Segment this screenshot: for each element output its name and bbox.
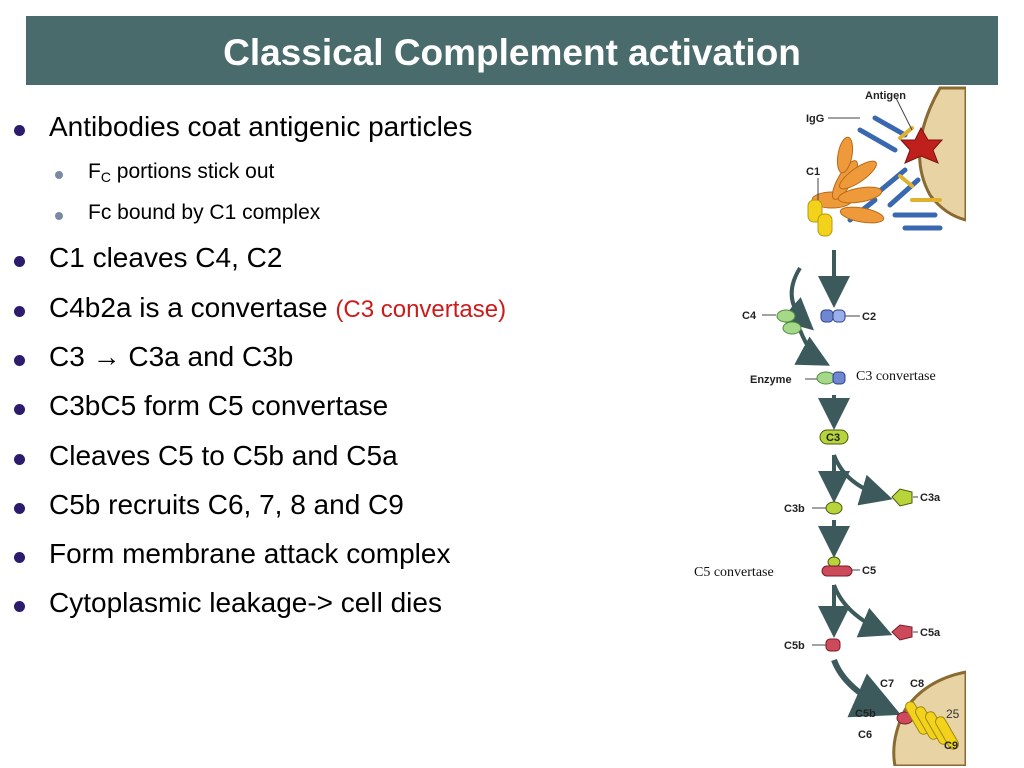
label-c4: C4 (742, 310, 757, 322)
bullet-dot (14, 306, 25, 317)
c4-molecule (776, 309, 802, 335)
sub-bullet-fc-portions: FC portions stick out (88, 160, 274, 185)
fc-subscript: C (100, 169, 111, 185)
label-c3: C3 (826, 432, 840, 444)
antigen-cell (918, 86, 966, 222)
slide-title: Classical Complement activation (223, 32, 801, 73)
label-c3a: C3a (920, 492, 941, 504)
sub-bullet-dot (55, 212, 63, 220)
label-c5b: C5b (784, 640, 805, 652)
label-c3-convertase: C3 convertase (856, 369, 936, 384)
bullet-item-c3bc5: C3bC5 form C5 convertase (49, 390, 389, 421)
bullet-item-cleaves-c5: Cleaves C5 to C5b and C5a (49, 440, 398, 471)
antigen-star-icon (899, 126, 944, 164)
bullet-item-antibodies: Antibodies coat antigenic particles (49, 111, 473, 142)
bullet-dot (14, 552, 25, 563)
label-c2: C2 (862, 311, 876, 323)
label-c8: C8 (910, 678, 924, 690)
c3a-molecule (891, 488, 913, 507)
bullet-item-c1-cleaves: C1 cleaves C4, C2 (49, 242, 283, 273)
bullet-dot (14, 454, 25, 465)
c3b-molecule (825, 501, 843, 515)
label-c1: C1 (806, 166, 820, 178)
c3-post: C3a and C3b (120, 341, 294, 372)
c2-molecule (820, 309, 846, 323)
bullet-dot (14, 355, 25, 366)
c1-yellow-subunits (807, 199, 833, 237)
label-c6: C6 (858, 729, 872, 741)
arrow-icon: → (92, 341, 121, 372)
fc-rest: portions stick out (110, 160, 275, 183)
label-antigen: Antigen (865, 90, 906, 102)
label-c5a: C5a (920, 627, 941, 639)
bullet-item-c5b-recruits: C5b recruits C6, 7, 8 and C9 (49, 489, 404, 520)
label-c9: C9 (944, 740, 958, 752)
bullet-item-leakage: Cytoplasmic leakage-> cell dies (49, 587, 442, 618)
bullet-dot (14, 404, 25, 415)
bullet-dot (14, 125, 25, 136)
label-igg: IgG (806, 113, 824, 125)
page-number: 25 (946, 707, 960, 721)
title-bar: Classical Complement activation (26, 16, 998, 85)
label-c5-convertase: C5 convertase (694, 565, 774, 580)
c3-convertase-highlight: (C3 convertase) (335, 296, 507, 323)
leader-lines (762, 97, 918, 646)
label-c5: C5 (862, 565, 876, 577)
bullet-dot (14, 256, 25, 267)
label-c3b: C3b (784, 503, 805, 515)
bullet-item-mac: Form membrane attack complex (49, 538, 451, 569)
bullet-dot (14, 601, 25, 612)
sub-bullet-fc-bound: Fc bound by C1 complex (88, 201, 321, 224)
membrane-attack-complex (896, 701, 959, 750)
sub-bullet-dot (55, 171, 63, 179)
bullet-item-c4b2a: C4b2a is a convertase (C3 convertase) (49, 292, 506, 324)
label-c7: C7 (880, 678, 894, 690)
pathway-arrows (779, 250, 901, 718)
c3-molecule (819, 429, 849, 445)
label-enzyme: Enzyme (750, 374, 792, 386)
fc-main: F (88, 160, 101, 183)
bullet-item-c3-split: C3 → C3a and C3b (49, 341, 293, 373)
enzyme-molecule (816, 371, 846, 385)
complement-pathway-diagram: Antigen IgG C1 C4 C2 Enzyme C3 convertas… (694, 86, 966, 766)
c5b-molecule (825, 638, 841, 652)
c1-complex (811, 136, 885, 224)
c4b2a-text: C4b2a is a convertase (49, 292, 336, 323)
c5-convertase-molecule (821, 556, 853, 577)
label-c5b-mac: C5b (855, 708, 876, 720)
igg-light-chains (898, 126, 942, 202)
c5a-molecule (891, 624, 913, 641)
bullet-dot (14, 503, 25, 514)
c3-pre: C3 (49, 341, 93, 372)
